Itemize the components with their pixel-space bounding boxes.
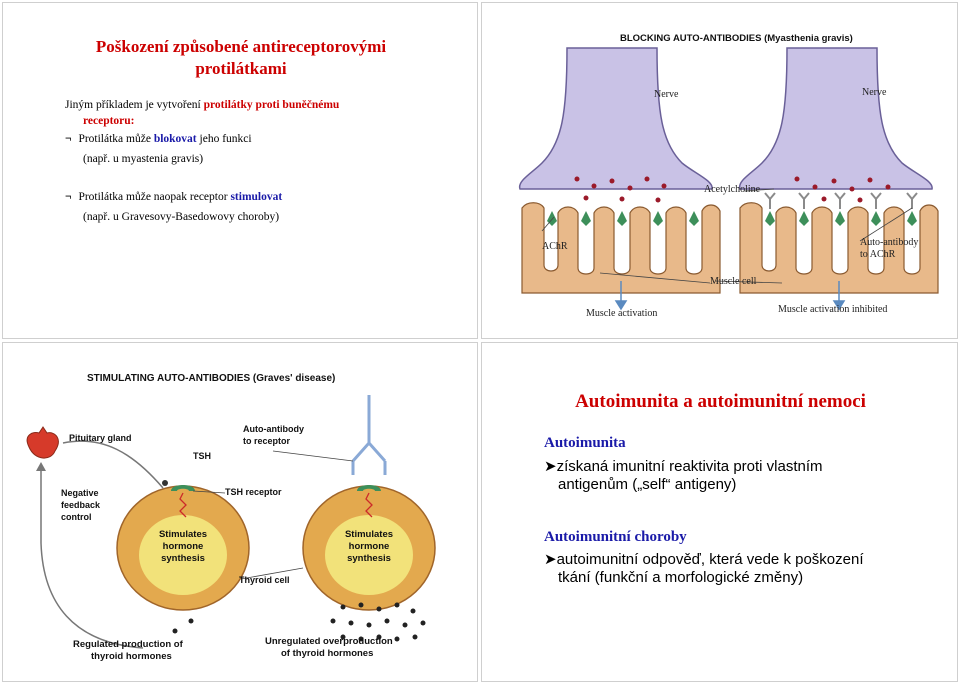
regulated-label: Regulated production of thyroid hormones [73,639,183,662]
tsh-label: TSH [193,451,211,461]
achr-label: AChR [542,241,568,252]
slide1-bullet-block-note: (např. u myastenia gravis) [83,153,204,165]
pituitary-label: Pituitary gland [69,433,132,443]
auto-antibody-label: Auto-antibody to AChR [860,237,919,260]
nerve-left-label: Nerve [654,89,679,100]
unregulated-label: Unregulated overproduction of thyroid ho… [265,636,393,659]
autoimunita-text: ➤získaná imunitní reaktivita proti vlast… [544,458,823,493]
muscle-activation-label: Muscle activation [586,308,658,319]
muscle-cell-left-shape [521,202,721,294]
muscle-cell-right-shape [739,202,939,294]
stimulates-right-label: Stimulates hormone synthesis [344,529,394,564]
auto-antibody-receptor-label: Auto-antibody to receptor [243,424,304,446]
graves-diagram [26,395,436,649]
nerve-right-shape [738,47,933,190]
muscle-inhibited-label: Muscle activation inhibited [778,304,888,315]
slide-blocking-antibodies: BLOCKING AUTO-ANTIBODIES (Myasthenia gra… [481,2,958,339]
slide1-bullet-stimulate: ¬ Protilátka může naopak receptor stimul… [65,191,283,203]
negative-feedback-label: Negative feedback control [61,488,101,522]
arrow-bullet-icon: ➤ [544,458,557,475]
blocking-header: BLOCKING AUTO-ANTIBODIES (Myasthenia gra… [620,33,853,44]
hormone-dots [172,602,426,642]
slide1-intro: Jiným příkladem je vytvoření protilátky … [65,99,340,127]
autoimunita-heading: Autoimunita [544,435,626,451]
muscle-cell-label: Muscle cell [710,276,757,287]
pituitary-gland-shape [26,426,59,459]
acetylcholine-dots [574,176,891,203]
auto-antibodies [764,192,918,209]
arrow-bullet-icon: ➤ [544,551,557,568]
slide4-title: Autoimunita a autoimunitní nemoci [575,391,866,412]
auto-antibody-shape [351,395,387,475]
slide1-title: Poškození způsobené antireceptorovými pr… [95,37,387,78]
pointer-lines [541,188,913,284]
slide-antireceptor-damage: Poškození způsobené antireceptorovými pr… [2,2,478,339]
tsh-receptor-label: TSH receptor [225,487,282,497]
bullet-icon: ¬ [65,191,72,203]
nerve-right-label: Nerve [862,87,887,98]
tsh-receptor-left [171,485,195,491]
autoimunitni-choroby-heading: Autoimunitní choroby [544,529,687,545]
tsh-receptor-right [357,485,381,491]
activation-arrows [614,281,846,311]
slide1-bullet-stimulate-note: (např. u Gravesovy-Basedowovy choroby) [83,211,280,223]
autoimunitni-choroby-text: ➤autoimunitní odpověď, která vede k pošk… [544,551,864,586]
feedback-arrow [40,468,144,649]
stimulating-header: STIMULATING AUTO-ANTIBODIES (Graves' dis… [87,373,336,384]
acetylcholine-label: Acetylcholine [704,184,761,195]
slide1-bullet-block: ¬ Protilátka může blokovat jeho funkci [65,133,252,145]
myasthenia-diagram [518,47,939,311]
slide-autoimmunity: Autoimunita a autoimunitní nemoci Autoim… [481,342,958,682]
thyroid-cell-label: Thyroid cell [239,575,290,585]
nerve-left-shape [518,47,713,190]
slide-stimulating-antibodies: STIMULATING AUTO-ANTIBODIES (Graves' dis… [2,342,478,682]
stimulates-left-label: Stimulates hormone synthesis [158,529,208,564]
bullet-icon: ¬ [65,133,72,145]
